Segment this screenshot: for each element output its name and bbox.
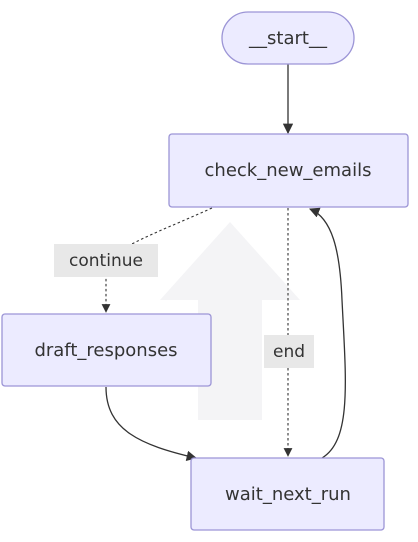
edge-label-continue: continue <box>54 244 158 277</box>
background-arrow-watermark <box>160 222 300 420</box>
edge-label-continue-text: continue <box>69 251 143 271</box>
node-check-new-emails-label: check_new_emails <box>205 160 372 181</box>
node-draft-responses-label: draft_responses <box>34 340 177 361</box>
edge-wait-to-check <box>309 207 346 459</box>
node-draft-responses[interactable]: draft_responses <box>1 313 212 387</box>
edge-label-end: end <box>264 335 314 368</box>
node-start[interactable]: __start__ <box>221 11 355 65</box>
node-start-label: __start__ <box>248 28 328 49</box>
node-check-new-emails[interactable]: check_new_emails <box>168 133 409 208</box>
node-wait-next-run-label: wait_next_run <box>225 484 351 505</box>
edge-draft-to-wait <box>105 386 198 461</box>
edge-label-end-text: end <box>273 342 305 362</box>
node-wait-next-run[interactable]: wait_next_run <box>190 457 385 531</box>
